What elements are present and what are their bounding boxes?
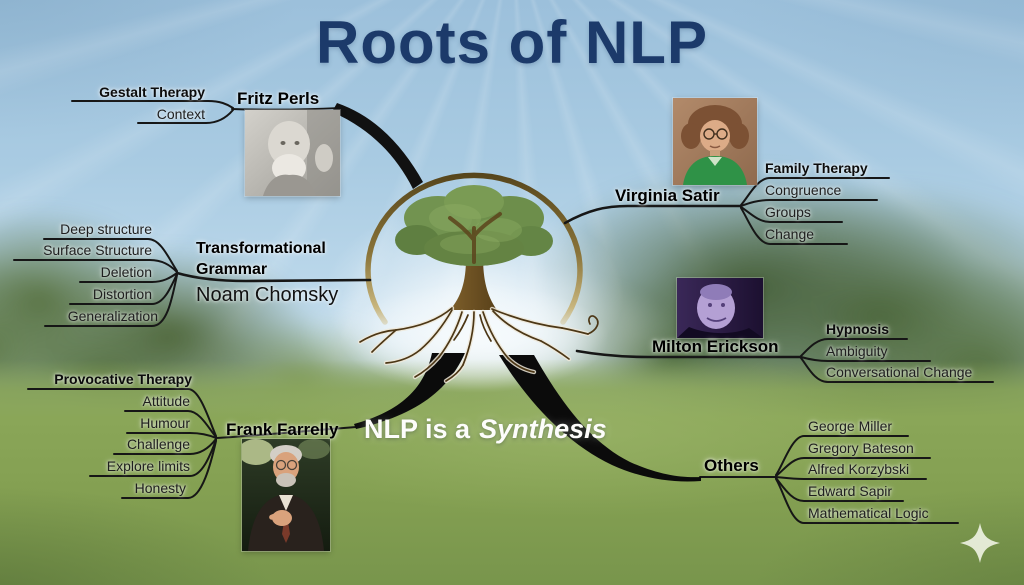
node-frank-farrelly: Frank Farrelly	[226, 420, 339, 439]
topic-surface-structure: Surface Structure	[43, 242, 152, 258]
topic-mathematical-logic: Mathematical Logic	[808, 505, 929, 521]
topic-ambiguity: Ambiguity	[826, 343, 888, 359]
roots-outline	[359, 307, 599, 382]
virginia-satir-photo	[673, 98, 757, 185]
right-leg-stroke	[499, 355, 701, 482]
topic-humour: Humour	[140, 415, 190, 431]
topic-edward-sapir: Edward Sapir	[808, 483, 893, 499]
caption-regular: NLP is a	[364, 414, 471, 444]
sparkle-icon	[960, 523, 1000, 563]
topic-deletion: Deletion	[100, 264, 152, 280]
topic-attitude: Attitude	[142, 393, 190, 409]
topic-honesty: Honesty	[134, 480, 186, 496]
topic-george-miller: George Miller	[808, 418, 893, 434]
fritz-perls-photo	[245, 110, 340, 196]
node-milton-erickson: Milton Erickson	[652, 337, 779, 356]
topic-challenge: Challenge	[126, 436, 190, 452]
topic-hypnosis: Hypnosis	[826, 321, 890, 337]
node-fritz-perls: Fritz Perls	[237, 89, 320, 108]
topic-change: Change	[765, 226, 815, 242]
main-lines	[175, 204, 803, 359]
center-caption: NLP is a Synthesis	[364, 414, 607, 445]
branch-lines	[13, 100, 994, 524]
topic-distortion: Distortion	[92, 286, 152, 302]
fritz-thick-connector	[332, 103, 423, 189]
gold-ring	[365, 172, 583, 325]
node-virginia-satir: Virginia Satir	[615, 186, 720, 205]
topic-conversational-change: Conversational Change	[826, 364, 973, 380]
topic-congruence: Congruence	[765, 182, 842, 198]
topic-explore-limits: Explore limits	[106, 458, 190, 474]
topic-context: Context	[156, 106, 205, 122]
topic-family-therapy: Family Therapy	[765, 160, 868, 176]
topic-generalization: Generalization	[67, 308, 158, 324]
topic-deep-structure: Deep structure	[60, 221, 152, 237]
frank-farrelly-photo	[242, 439, 330, 551]
node-grammar: Grammar	[196, 261, 268, 278]
grass-field	[0, 360, 1024, 585]
topic-alfred-korzybski: Alfred Korzybski	[808, 461, 910, 477]
roots-glow	[339, 283, 609, 393]
caption-italic: Synthesis	[479, 414, 607, 444]
node-transformational: Transformational	[196, 240, 326, 257]
milton-erickson-photo	[677, 278, 763, 338]
page-title: Roots of NLP	[316, 9, 708, 76]
left-leg-stroke	[354, 353, 465, 429]
topic-groups: Groups	[765, 204, 811, 220]
topic-gestalt-therapy: Gestalt Therapy	[99, 84, 205, 100]
node-others: Others	[704, 456, 759, 475]
node-noam-chomsky: Noam Chomsky	[196, 284, 339, 306]
topic-gregory-bateson: Gregory Bateson	[808, 440, 914, 456]
topic-provocative-therapy: Provocative Therapy	[54, 371, 192, 387]
tree-graphic	[357, 185, 599, 384]
